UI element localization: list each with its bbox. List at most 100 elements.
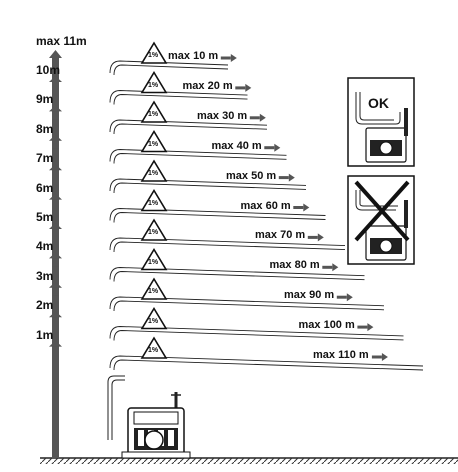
height-tick-arrow [49, 223, 62, 237]
slope-warning-icon [140, 41, 168, 64]
arrow-right-icon [235, 83, 252, 92]
height-label: 5m [36, 210, 54, 224]
height-label: 10m [36, 63, 61, 77]
pipe-line [109, 90, 248, 103]
height-label: 4m [36, 239, 54, 254]
arrow-right-icon [220, 54, 237, 62]
slope-sign-text: 1% [148, 81, 159, 89]
arrow-right-icon [307, 233, 324, 242]
slope-warning-icon [140, 100, 168, 123]
pipe-length-label: max 50 m [226, 169, 277, 182]
direction-arrows [220, 54, 388, 361]
pipe-length-label: max 30 m [197, 109, 248, 122]
height-tick-arrow [49, 311, 62, 326]
height-label: 9m [36, 92, 54, 107]
height-label: 7m [36, 151, 54, 166]
arrow-right-icon [336, 293, 353, 302]
slope-warning-icon [140, 70, 168, 94]
height-label: 2m [36, 298, 54, 313]
pipe-length-label: max 20 m [182, 79, 233, 92]
slope-warning-icon [140, 129, 168, 153]
height-label: 3m [36, 268, 54, 283]
pipe-length-label: max 100 m [298, 319, 355, 332]
pipe-line [109, 296, 385, 310]
pipe-line [113, 123, 268, 135]
pipe-length-label: max 90 m [284, 289, 335, 302]
slope-sign-text: 1% [148, 52, 159, 59]
pipe-length-label: max 70 m [255, 229, 306, 242]
pipe-line [113, 330, 404, 341]
ok-panel [347, 77, 415, 167]
slope-warning-icon [140, 188, 168, 212]
height-label: 8m [36, 121, 54, 136]
height-tick-arrow [49, 340, 62, 355]
pipe-line [113, 182, 307, 194]
slope-warning-icon [140, 306, 168, 330]
pipe-line [113, 300, 385, 312]
pipe-line [113, 241, 346, 253]
arrow-right-icon [264, 143, 281, 152]
pipe-line [113, 64, 229, 76]
wrong-panel [347, 175, 415, 265]
height-tick-arrow [49, 193, 62, 208]
pipe-line [109, 149, 287, 162]
slope-sign-text: 1% [148, 288, 159, 295]
pipe-line [113, 153, 287, 164]
slope-sign-text: 1% [148, 229, 159, 236]
pump-unit [121, 407, 191, 459]
arrow-right-icon [371, 353, 388, 361]
pipe-line [109, 119, 268, 133]
height-tick-arrow [49, 105, 62, 120]
height-tick-arrow [49, 281, 62, 296]
pipe-line [109, 237, 346, 251]
slope-sign-text: 1% [148, 258, 159, 266]
height-tick-arrow [49, 252, 62, 267]
slope-warning-icon [140, 159, 168, 182]
ground [40, 457, 458, 464]
pipe-runs [109, 60, 424, 371]
riser-pipe [107, 375, 181, 440]
pipe-length-label: max 80 m [269, 259, 320, 272]
pipe-line [109, 267, 365, 280]
height-tick-arrow [49, 134, 62, 149]
pipe-length-label: max 110 m [313, 349, 369, 361]
pipe-length-label: max 40 m [211, 139, 262, 152]
height-tick-arrow [49, 164, 62, 179]
slope-signs [140, 41, 168, 359]
arrow-right-icon [357, 323, 374, 332]
pipe-length-label: max 10 m [168, 50, 219, 62]
pipe-line [113, 359, 424, 371]
pipe-length-label: max 60 m [240, 199, 291, 212]
scale-ticks [49, 76, 62, 355]
height-tick-arrow [49, 76, 62, 90]
arrow-right-icon [322, 263, 339, 272]
cross-mark-b [354, 180, 410, 242]
pipe-line [109, 178, 307, 192]
pipe-line [113, 94, 248, 105]
ok-label: OK [368, 95, 389, 111]
pipe-line [113, 271, 365, 282]
height-label: 1m [36, 327, 54, 342]
slope-warning-icon [140, 336, 168, 359]
pipe-line [109, 60, 229, 74]
pipe-line [109, 326, 404, 339]
slope-sign-text: 1% [148, 111, 159, 118]
slope-sign-text: 1% [148, 140, 159, 148]
height-label: 6m [36, 180, 54, 195]
arrow-right-icon [293, 203, 310, 212]
slope-warning-icon [140, 277, 168, 300]
pipe-line [113, 212, 326, 223]
height-max-label: max 11m [36, 34, 87, 48]
pipe-line [109, 208, 326, 221]
pipe-line [109, 355, 424, 369]
slope-sign-text: 1% [148, 317, 159, 325]
arrow-right-icon [249, 113, 266, 122]
slope-sign-text: 1% [148, 347, 159, 354]
arrow-right-icon [278, 173, 295, 182]
slope-sign-text: 1% [148, 199, 159, 207]
slope-warning-icon [140, 247, 168, 271]
slope-warning-icon [140, 218, 168, 241]
slope-sign-text: 1% [148, 170, 159, 177]
